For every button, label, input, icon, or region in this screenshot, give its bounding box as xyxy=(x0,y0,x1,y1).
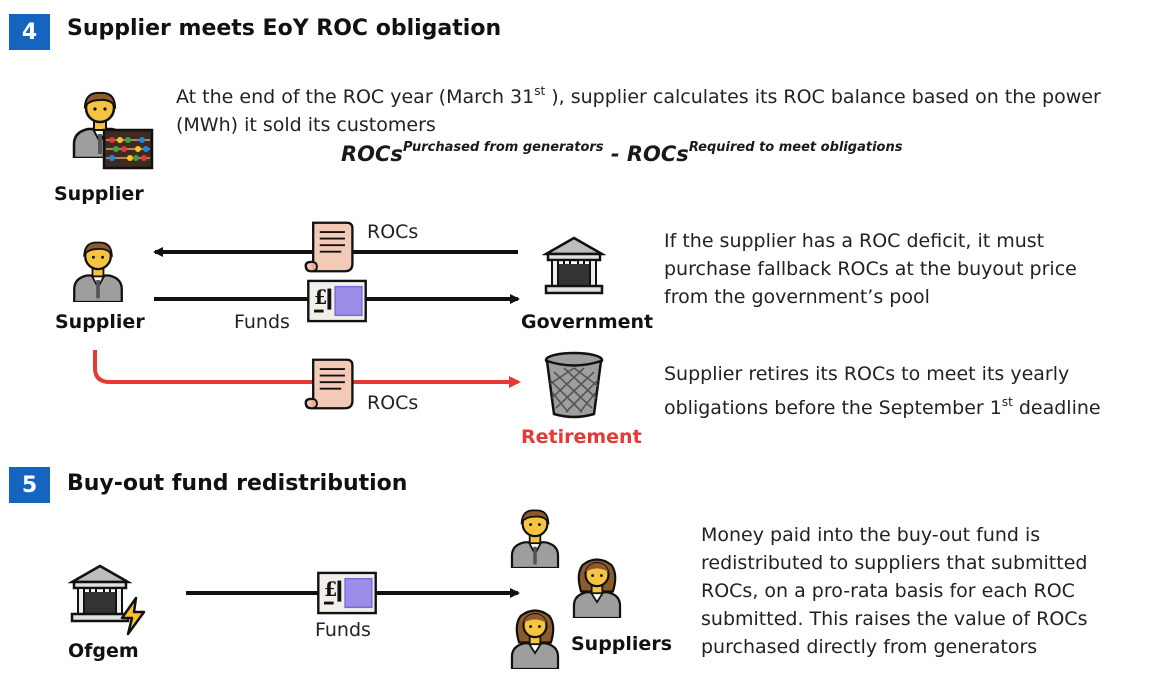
deficit-text: If the supplier has a ROC deficit, it mu… xyxy=(664,230,1077,308)
step-5-badge: 5 xyxy=(9,467,50,503)
step-5-title: Buy-out fund redistribution xyxy=(67,471,408,496)
trash-can-icon xyxy=(544,351,604,419)
formula-term-2-subscript: Required to meet obligations xyxy=(688,140,903,155)
banknote-icon xyxy=(316,571,378,615)
person-icon xyxy=(508,506,562,568)
step-4-badge: 4 xyxy=(9,14,50,50)
redistribution-text: Money paid into the buy-out fund is redi… xyxy=(701,524,1088,658)
retire-text: Supplier retires its ROCs to meet its ye… xyxy=(664,363,1101,419)
retirement-label: Retirement xyxy=(521,426,642,448)
retirement-arrow xyxy=(93,350,521,388)
formula-term-2: ROCs xyxy=(626,142,689,166)
ofgem-icon xyxy=(70,564,146,636)
ofgem-label: Ofgem xyxy=(68,640,139,662)
funds-label: Funds xyxy=(234,311,290,333)
funds-label: Funds xyxy=(315,619,371,641)
formula-minus: - xyxy=(603,142,627,166)
formula-term-1: ROCs xyxy=(341,142,403,166)
formula-term-1-subscript: Purchased from generators xyxy=(402,140,604,155)
step-4-title: Supplier meets EoY ROC obligation xyxy=(67,16,502,41)
step-4-intro: At the end of the ROC year (March 31st )… xyxy=(176,84,1101,136)
government-label: Government xyxy=(521,311,654,333)
supplier-top-label: Supplier xyxy=(54,183,144,205)
rocs-top-label: ROCs xyxy=(367,221,419,243)
roc-balance-formula: ROCsPurchased from generators - ROCsRequ… xyxy=(341,140,902,166)
bank-icon xyxy=(70,564,130,623)
banknote-icon xyxy=(306,279,368,323)
rocs-bottom-label: ROCs xyxy=(367,392,419,414)
woman-icon xyxy=(570,556,624,618)
lightning-icon xyxy=(120,596,146,636)
scroll-icon xyxy=(302,356,358,412)
suppliers-label: Suppliers xyxy=(571,633,673,655)
scroll-icon xyxy=(302,219,358,275)
woman-icon xyxy=(508,607,562,669)
supplier-label: Supplier xyxy=(55,311,145,333)
